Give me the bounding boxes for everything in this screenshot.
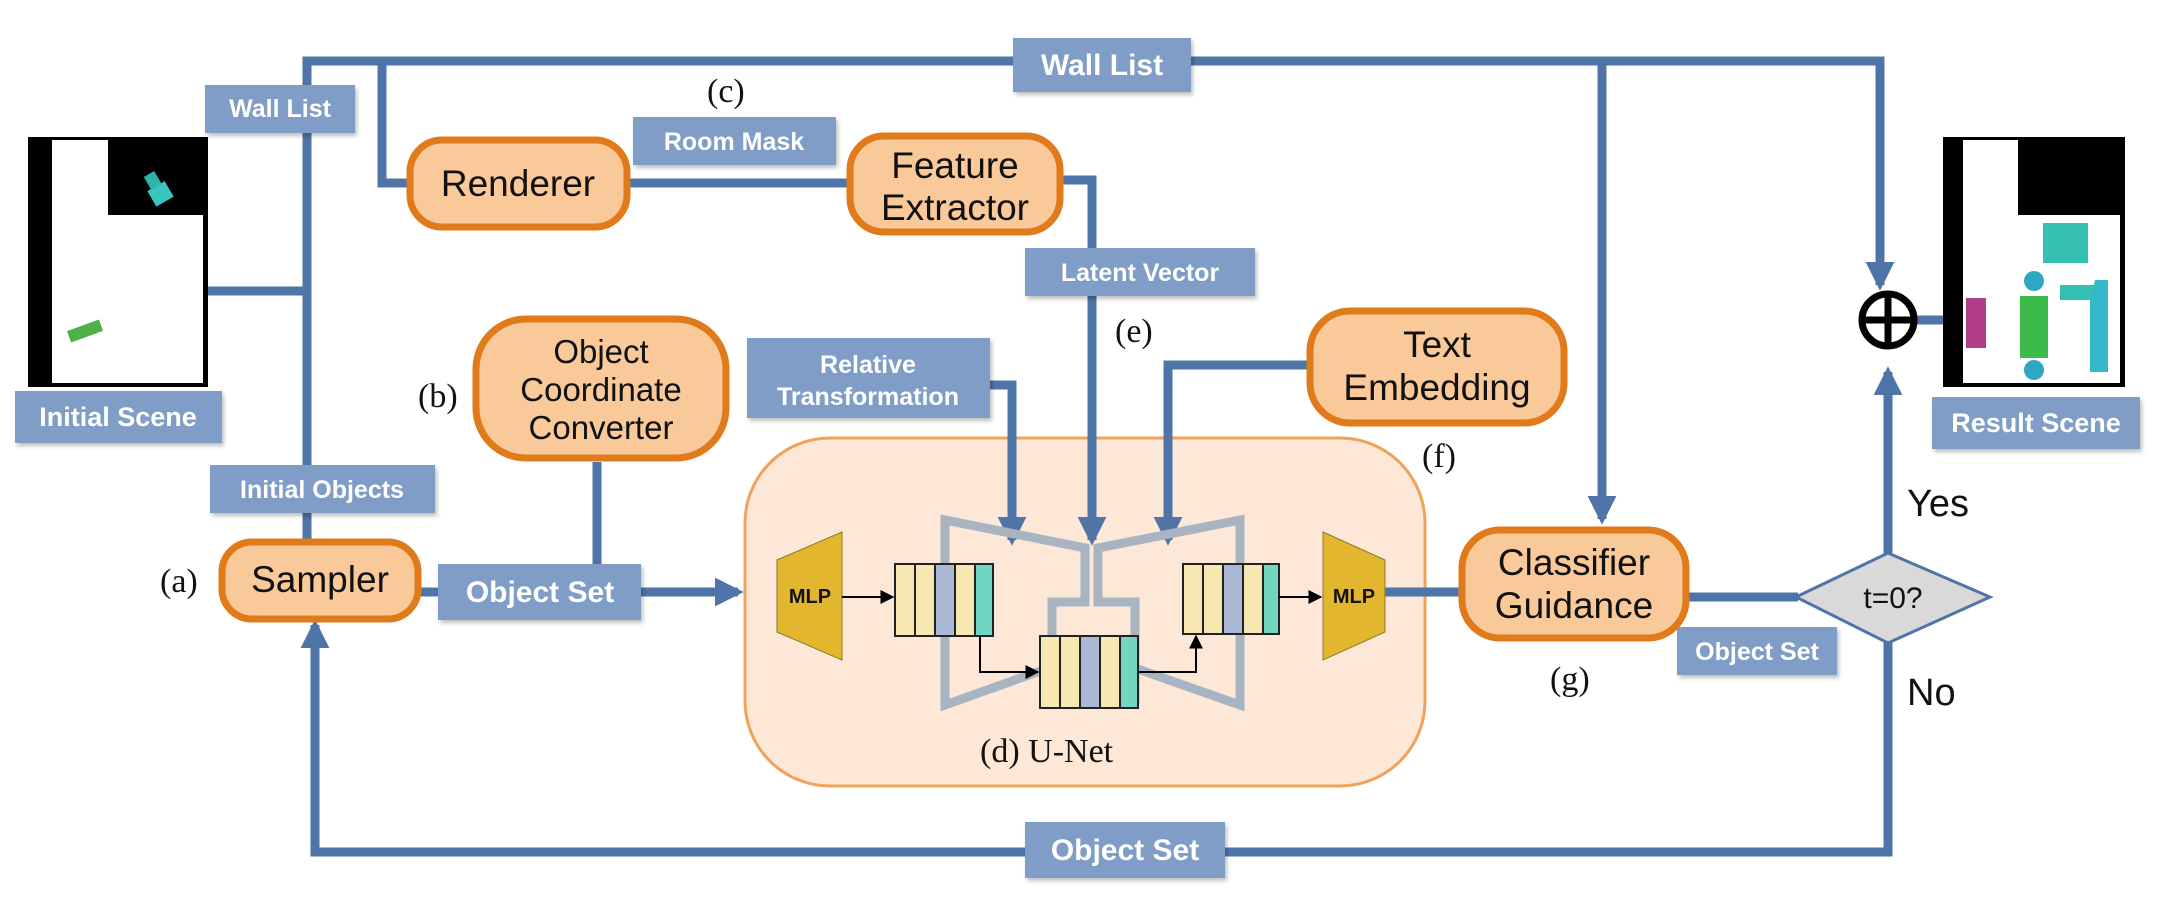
tag-room-mask: Room Mask [633,117,836,165]
module-classifier-line1: Classifier [1498,542,1650,583]
decision-diamond: t=0? [1792,551,1994,645]
module-classifier-guidance: Classifier Guidance [1458,526,1690,642]
tag-object-set-right: Object Set [1677,627,1837,675]
tag-relative-transformation-line2: Transformation [777,383,959,411]
tag-object-set-bottom: Object Set [1025,822,1225,878]
tag-wall-list-left: Wall List [205,85,355,133]
tag-initial-scene: Initial Scene [15,391,222,443]
letter-c: (c) [707,73,745,110]
unet-small-arrows [842,590,1323,679]
latent-vector-line [1058,175,1107,546]
mlp-left-label: MLP [789,586,831,608]
module-object-coordinate-converter: Object Coordinate Converter [472,315,730,462]
tag-initial-scene-label: Initial Scene [39,402,197,432]
mlp-left: MLP [776,531,843,661]
letter-b: (b) [418,378,458,415]
letter-g: (g) [1550,661,1590,698]
decision-no-label: No [1907,672,1956,714]
module-renderer: Renderer [406,136,631,231]
module-text-embedding: Text Embedding [1306,307,1568,427]
tag-object-set-right-label: Object Set [1695,638,1819,666]
wall-list-to-renderer-line [377,61,410,188]
mlp-right-label: MLP [1333,586,1375,608]
module-converter-line2: Coordinate [520,371,681,408]
tag-object-set-bottom-label: Object Set [1051,834,1199,867]
tag-initial-objects: Initial Objects [210,465,435,513]
feature-block-bottom [1039,635,1139,709]
result-scene-image [1943,137,2125,387]
module-sampler-label: Sampler [251,559,389,600]
tag-object-set-main: Object Set [438,564,641,620]
text-embedding-line [1153,360,1310,546]
mlp-right: MLP [1322,531,1386,661]
tag-object-set-main-label: Object Set [466,576,614,609]
module-feature-extractor-line2: Extractor [881,187,1029,228]
module-sampler: Sampler [218,538,422,623]
module-feature-extractor-line1: Feature [891,145,1019,186]
letter-f: (f) [1422,438,1456,475]
tag-latent-vector: Latent Vector [1025,248,1255,296]
tag-room-mask-label: Room Mask [664,128,804,156]
unet-background [743,436,1427,788]
tag-wall-list-top: Wall List [1013,38,1191,92]
tag-relative-transformation: Relative Transformation [747,338,990,418]
tag-relative-transformation-line1: Relative [820,351,916,379]
feature-block-left [894,563,994,637]
tag-wall-list-top-label: Wall List [1041,49,1163,82]
sum-node [1858,290,1918,350]
connections [205,56,1943,857]
module-converter-line3: Converter [529,409,674,446]
letter-d: (d) U-Net [980,733,1114,770]
relative-transformation-line [985,380,1027,546]
decision-condition: t=0? [1863,582,1922,615]
tag-result-scene: Result Scene [1932,397,2140,449]
module-classifier-line2: Guidance [1495,585,1653,626]
module-renderer-label: Renderer [441,163,595,204]
tag-initial-objects-label: Initial Objects [240,476,404,504]
module-converter-line1: Object [553,333,648,370]
tag-result-scene-label: Result Scene [1951,408,2121,438]
decision-yes-label: Yes [1907,483,1969,525]
module-text-embedding-line1: Text [1403,324,1472,365]
module-feature-extractor: Feature Extractor [846,132,1064,236]
tag-wall-list-left-label: Wall List [229,95,332,123]
initial-scene-image [28,137,208,387]
letter-e: (e) [1115,313,1153,350]
feature-block-right [1182,563,1280,635]
tag-latent-vector-label: Latent Vector [1061,259,1220,287]
letter-a: (a) [160,563,198,600]
module-text-embedding-line2: Embedding [1343,367,1530,408]
